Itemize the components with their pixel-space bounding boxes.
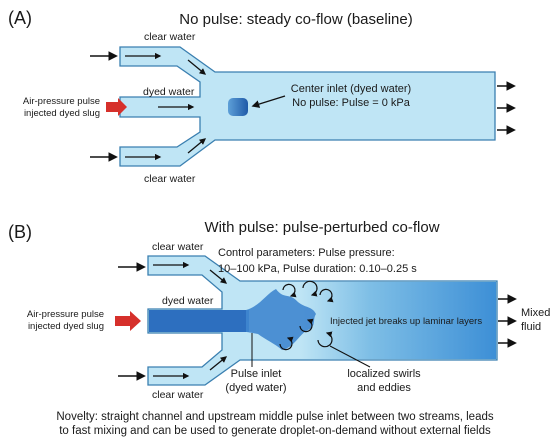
panel-b-pulse-inlet-1: Pulse inlet [231, 368, 282, 380]
panel-b-pulse-inlet-2: (dyed water) [225, 382, 286, 394]
panel-a-inner-arrows [125, 52, 207, 161]
panel-b-inner-arrows [153, 261, 228, 380]
panel-b-swirls-1: localized swirls [347, 368, 421, 380]
panel-a-pulse-arrow [106, 98, 127, 116]
panel-b-swirls-pointer [329, 345, 371, 368]
panel-a-clear-water-bottom: clear water [144, 173, 196, 185]
panel-a-dyed-water: dyed water [143, 86, 195, 98]
panel-b-pulse-arrow [115, 311, 141, 331]
panel-b-inlet-arrows [118, 262, 146, 381]
panel-b-control-2: 10–100 kPa, Pulse duration: 0.10–0.25 s [218, 263, 417, 275]
panel-a-callout-arrow [251, 95, 286, 108]
panel-a-channel [119, 46, 496, 167]
novelty-caption: Novelty: straight channel and upstream m… [0, 410, 550, 438]
panel-b-control-1: Control parameters: Pulse pressure: [218, 247, 395, 259]
panel-b-clear-water-top: clear water [152, 241, 204, 253]
panel-b-mixed-2: fluid [521, 321, 541, 333]
panel-a-center-inlet-2: No pulse: Pulse = 0 kPa [292, 97, 411, 109]
novelty-line-1: Novelty: straight channel and upstream m… [56, 411, 494, 423]
panel-b-clear-water-bottom: clear water [152, 389, 204, 401]
panel-b-dyed-water: dyed water [162, 295, 214, 307]
panel-b-pulse-label-1: Air-pressure pulse [27, 309, 104, 320]
panel-b-outlet-arrows [498, 294, 517, 348]
panel-b-mixed-1: Mixed [521, 307, 550, 319]
panel-b-dye-stream [149, 310, 249, 332]
panel-a-center-inlet-1: Center inlet (dyed water) [291, 83, 411, 95]
panel-a-pulse-label-1: Air-pressure pulse [23, 96, 100, 107]
panel-b-swirls-2: and eddies [357, 382, 411, 394]
panel-b-swirl-icons [279, 280, 334, 351]
panel-b-mixing-region [300, 282, 496, 359]
panel-a-title: No pulse: steady co-flow (baseline) [179, 11, 412, 28]
panel-a-inlet-arrows [90, 51, 118, 162]
panel-a-clear-water-top: clear water [144, 31, 196, 43]
novelty-line-2: to fast mixing and can be used to genera… [59, 425, 491, 437]
panel-a-outlet-arrows [497, 81, 516, 135]
panel-a-pulse-label-2: injected dyed slug [24, 108, 100, 119]
panel-a-dyed-slug [228, 98, 248, 116]
panel-a-label: (A) [8, 8, 32, 28]
panel-b-label: (B) [8, 222, 32, 242]
panel-b-jet-label: Injected jet breaks up laminar layers [330, 316, 482, 327]
panel-b-title: With pulse: pulse-perturbed co-flow [204, 219, 439, 236]
panel-b-jet-plume [246, 289, 316, 350]
panel-b-pulse-label-2: injected dyed slug [28, 321, 104, 332]
